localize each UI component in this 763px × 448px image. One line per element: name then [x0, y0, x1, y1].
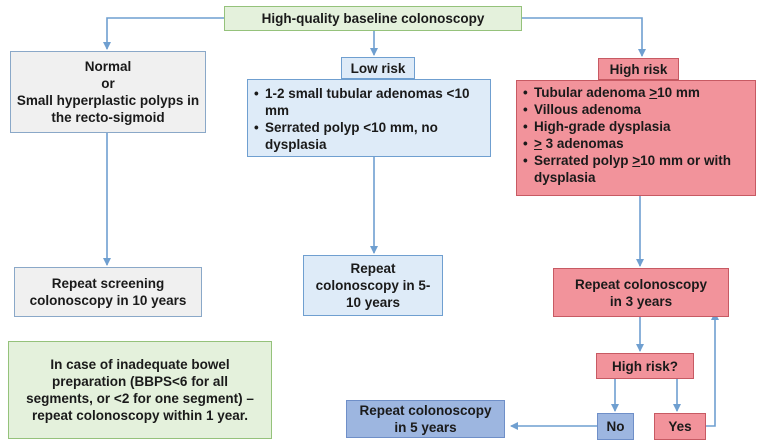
five-year-outcome-box: Repeat colonoscopy in 5 years — [346, 400, 505, 438]
baseline-title: High-quality baseline colonoscopy — [261, 11, 485, 26]
high-risk-item: Tubular adenoma >10 mm — [523, 84, 749, 101]
no-box: No — [597, 413, 634, 440]
high-risk-item: > 3 adenomas — [523, 135, 749, 152]
low-risk-label-box: Low risk — [341, 57, 415, 79]
low-outcome-line: Repeat — [350, 261, 396, 276]
five-year-line: in 5 years — [394, 420, 457, 435]
note-line: repeat colonoscopy within 1 year. — [31, 408, 249, 423]
high-risk-item: Villous adenoma — [523, 101, 749, 118]
high-risk-criteria-box: Tubular adenoma >10 mmVillous adenomaHig… — [516, 80, 756, 196]
normal-line: or — [101, 76, 115, 91]
normal-box: Normal or Small hyperplastic polyps in t… — [10, 51, 206, 133]
yes-box: Yes — [654, 413, 706, 440]
high-risk-list: Tubular adenoma >10 mmVillous adenomaHig… — [523, 84, 749, 186]
normal-line: the recto-sigmoid — [51, 110, 165, 125]
low-risk-label: Low risk — [350, 60, 406, 76]
normal-outcome-line: Repeat screening — [51, 276, 165, 291]
high-risk-item: High-grade dysplasia — [523, 118, 749, 135]
arrow-top-to-normal — [103, 17, 224, 50]
high-outcome-line: Repeat colonoscopy — [574, 276, 708, 292]
five-year-line: Repeat colonoscopy — [359, 403, 492, 418]
normal-line: Small hyperplastic polyps in — [16, 93, 200, 108]
arrow-top-to-high — [522, 17, 646, 57]
normal-outcome-line: colonoscopy in 10 years — [29, 293, 187, 308]
normal-outcome-box: Repeat screening colonoscopy in 10 years — [14, 267, 202, 317]
high-risk-label-box: High risk — [598, 58, 679, 80]
note-line: segments, or <2 for one segment) – — [26, 391, 254, 406]
high-risk-item: Serrated polyp >10 mm or with — [523, 152, 749, 169]
note-line: In case of inadequate bowel — [50, 357, 230, 372]
low-outcome-line: 10 years — [345, 295, 401, 310]
high-risk-label: High risk — [609, 61, 668, 77]
low-risk-outcome-box: Repeat colonoscopy in 5- 10 years — [303, 255, 443, 316]
high-outcome-line: in 3 years — [609, 293, 673, 309]
high-risk-item: dysplasia — [534, 170, 596, 185]
low-outcome-line: colonoscopy in 5- — [315, 278, 431, 293]
arrow-yes-loop — [706, 312, 719, 427]
note-line: preparation (BBPS<6 for all — [52, 374, 228, 389]
high-risk-question-box: High risk? — [596, 353, 694, 379]
baseline-title-box: High-quality baseline colonoscopy — [224, 6, 522, 31]
no-label: No — [606, 419, 625, 434]
inadequate-prep-note: In case of inadequate bowel preparation … — [8, 341, 272, 439]
high-risk-outcome-box: Repeat colonoscopy in 3 years — [553, 268, 729, 317]
yes-label: Yes — [668, 419, 692, 434]
normal-line: Normal — [84, 59, 132, 74]
high-risk-question: High risk? — [611, 358, 678, 374]
